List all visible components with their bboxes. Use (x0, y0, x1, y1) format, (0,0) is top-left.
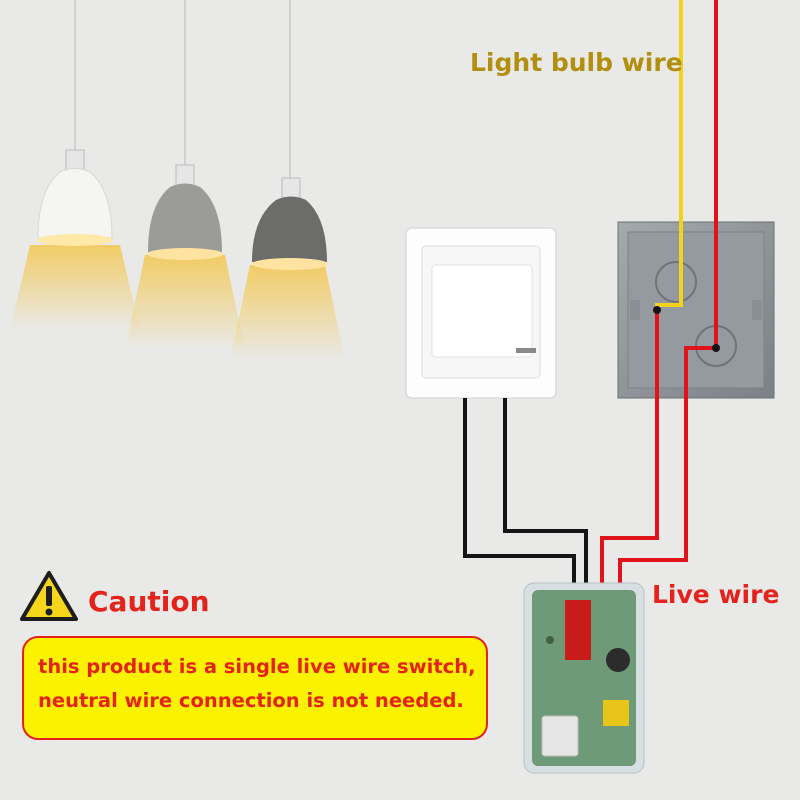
light-bulb-wire-label: Light bulb wire (470, 48, 683, 77)
relay (565, 600, 591, 660)
transformer (603, 700, 629, 726)
red-wire-a (600, 310, 659, 590)
lamp-white (37, 149, 113, 246)
live-wire-label: Live wire (652, 580, 780, 609)
wall-switch (405, 227, 557, 399)
junction-box (617, 221, 775, 399)
lamp-glow (230, 265, 345, 360)
caution-box: this product is a single live wire switc… (22, 636, 488, 740)
red-wire-b (618, 346, 716, 590)
caution-title: Caution (88, 585, 210, 618)
black-wire-a (463, 398, 576, 590)
pendant-lamps (10, 0, 345, 360)
wires (463, 0, 720, 590)
lamp-glow (10, 245, 140, 330)
lamp-glow (125, 255, 245, 350)
caution-line-1: this product is a single live wire switc… (38, 655, 476, 678)
switch-module (523, 582, 645, 774)
black-wire-b (503, 398, 588, 590)
lamp-grey (147, 164, 223, 260)
lamp-dark (252, 177, 328, 270)
caution-line-2: neutral wire connection is not needed. (38, 689, 464, 712)
warning-triangle-icon (20, 571, 78, 621)
